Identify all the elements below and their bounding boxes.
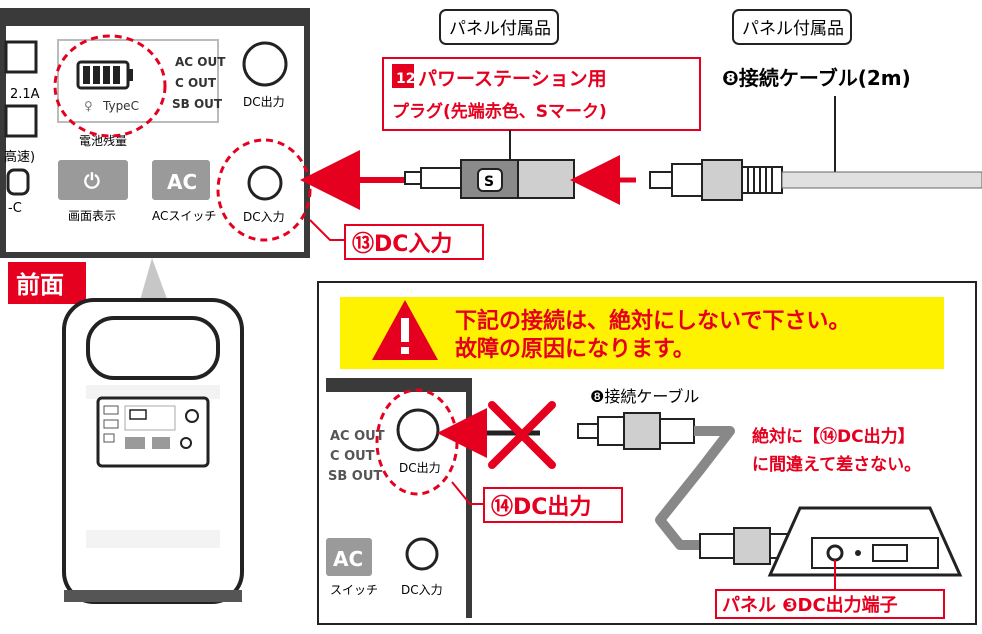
left-label-2: 高速) xyxy=(4,149,35,165)
inset-dc-in-label: DC入力 xyxy=(401,583,443,597)
plug-number: 12 xyxy=(396,71,415,87)
power-button[interactable] xyxy=(58,160,128,200)
warning-banner xyxy=(340,297,944,369)
plug-title-line2: プラグ(先端赤色、Sマーク) xyxy=(392,101,607,122)
warning-note-line1: 絶対に【⑭DC出力】 xyxy=(752,426,915,447)
inset-ac-caption: スイッチ xyxy=(330,583,378,597)
dc-in-callout-text: ⑬DC入力 xyxy=(352,231,452,257)
inset-dc-in-port-icon xyxy=(405,537,439,571)
solar-panel-box xyxy=(767,506,963,577)
inset-ac-button-text: AC xyxy=(333,547,363,571)
handle-icon xyxy=(86,316,220,380)
dc-out-callout-box xyxy=(483,487,623,523)
display-screen xyxy=(57,39,219,123)
plug-number-badge xyxy=(392,64,414,88)
cable-connector-top xyxy=(649,159,982,201)
mini-front-panel xyxy=(96,396,210,468)
warning-section: 下記の接続は、絶対にしないで下さい。 故障の原因になります。 AC OUT C … xyxy=(317,281,977,625)
dc-out-callout-text: ⑭DC出力 xyxy=(491,494,591,520)
inset-ac-button xyxy=(326,538,372,576)
cable-connector-warning xyxy=(577,412,815,565)
panel-terminal-callout-box xyxy=(715,589,945,619)
usb-out-text: SB OUT xyxy=(172,97,223,111)
battery-icon xyxy=(76,60,133,90)
front-badge: 前面 xyxy=(8,262,86,304)
warning-triangle-icon xyxy=(372,300,438,360)
dc-in-label: DC入力 xyxy=(243,210,285,224)
battery-label: 電池残量 xyxy=(79,134,127,148)
ac-out-text: AC OUT xyxy=(175,55,226,69)
ac-button-caption: ACスイッチ xyxy=(152,209,216,223)
accessory-label-1: パネル付属品 xyxy=(449,19,551,39)
power-icon: ⏻ xyxy=(84,169,100,193)
accessory-callout-2: パネル付属品 xyxy=(732,9,852,45)
front-label: 前面 xyxy=(16,271,64,299)
battery-typec-text: TypeC xyxy=(102,99,139,113)
cable-title: ❽接続ケーブル(2m) xyxy=(722,66,911,90)
panel-terminal-callout-text: パネル ❸DC出力端子 xyxy=(722,594,898,616)
warning-line2: 故障の原因になります。 xyxy=(455,336,695,362)
inset-ac-out: AC OUT xyxy=(330,429,385,444)
dc-out-port-icon xyxy=(242,41,288,87)
ac-button-text: AC xyxy=(167,170,197,194)
ac-switch-button[interactable] xyxy=(152,160,210,200)
dc-out-text: C OUT xyxy=(175,76,217,90)
inset-dc-out-port-icon xyxy=(396,408,440,452)
device-panel: 2.1A 高速) -C ♀ TypeC AC OUT C OUT SB OUT … xyxy=(0,8,312,258)
usb-port-icon xyxy=(4,104,38,138)
inset-dc-out-text: C OUT xyxy=(330,449,375,464)
panel-usb-port-icon xyxy=(872,544,908,562)
left-label-1: 2.1A xyxy=(10,87,40,102)
battery-highlight-circle xyxy=(53,34,167,138)
dc-out-label: DC出力 xyxy=(243,95,285,109)
usb-c-port-icon xyxy=(6,168,30,196)
warning-note-line2: に間違えて差さない。 xyxy=(752,454,921,475)
s-mark-icon: S xyxy=(484,174,494,190)
warning-cable-label: ❽接続ケーブル xyxy=(590,387,699,406)
panel-dc-out-port-icon xyxy=(826,544,844,562)
plug-adapter-icon: S xyxy=(404,159,575,199)
warning-line1: 下記の接続は、絶対にしないで下さい。 xyxy=(455,308,850,334)
dc-in-port-icon xyxy=(247,165,283,201)
accessory-label-2: パネル付属品 xyxy=(742,19,844,39)
bulb-icon: ♀ xyxy=(84,99,93,113)
usb-port-icon xyxy=(4,40,38,74)
cross-mark-icon xyxy=(488,401,556,469)
left-label-3: -C xyxy=(8,201,22,216)
dc-in-callout: ⑬DC入力 xyxy=(344,224,484,260)
plug-title-line1: パワーステーション用 xyxy=(418,68,607,90)
inset-dc-out-label: DC出力 xyxy=(399,461,441,475)
plug-callout-box: 12 パワーステーション用 プラグ(先端赤色、Sマーク) xyxy=(382,57,701,131)
accessory-callout-1: パネル付属品 xyxy=(439,9,559,45)
inset-usb-out: SB OUT xyxy=(328,469,382,484)
power-station-illustration xyxy=(62,298,244,604)
power-button-caption: 画面表示 xyxy=(68,209,116,223)
